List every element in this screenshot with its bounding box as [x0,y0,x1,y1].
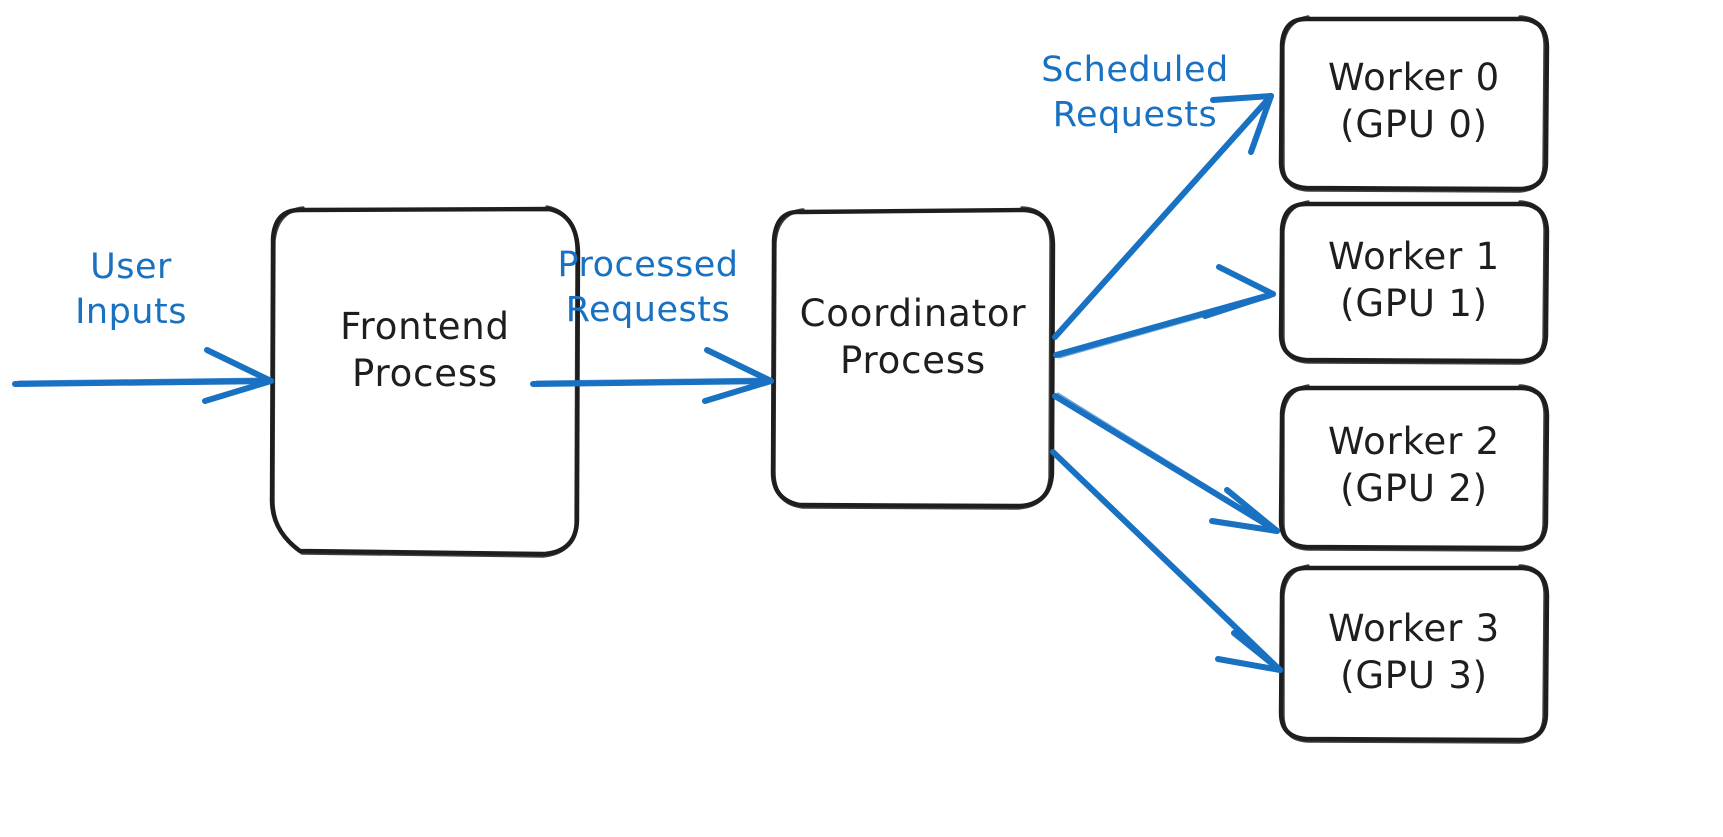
node-worker3-line2: (GPU 3) [1340,654,1488,698]
edge-label-processed-requests-line2: Requests [565,289,731,330]
node-frontend-line1: Frontend [340,305,510,348]
edge-arrow-user-inputs[interactable] [12,347,274,404]
edge-arrow-coordinator-to-worker2[interactable] [1052,392,1280,534]
edge-arrow-scheduled-requests[interactable] [1052,93,1274,340]
node-shape-frontend[interactable] [269,205,581,558]
node-shape-coordinator[interactable] [770,206,1056,510]
edge-label-user-inputs-line2: Inputs [75,291,187,332]
node-worker0-line2: (GPU 0) [1340,103,1488,147]
node-frontend-line2: Process [352,352,498,396]
node-worker3-label: Worker 3(GPU 3) [1281,605,1547,700]
node-worker3[interactable]: Worker 3(GPU 3) [1281,567,1547,741]
node-shape-worker1[interactable] [1278,200,1550,365]
edge-label-user-inputs-line1: User [90,247,172,287]
node-worker1-line1: Worker 1 [1327,235,1501,278]
edge-label-scheduled-requests-line2: Requests [1052,94,1218,135]
edge-label-processed-requests-line1: Processed [557,245,739,285]
node-worker1[interactable]: Worker 1(GPU 1) [1281,203,1547,362]
node-shape-worker3[interactable] [1278,564,1550,744]
node-shape-worker2[interactable] [1278,384,1550,552]
node-worker0[interactable]: Worker 0(GPU 0) [1281,18,1547,190]
node-worker3-line1: Worker 3 [1327,607,1501,650]
node-worker0-line1: Worker 0 [1327,56,1501,99]
node-worker2-label: Worker 2(GPU 2) [1281,418,1547,513]
node-worker1-line2: (GPU 1) [1340,282,1488,326]
node-worker1-label: Worker 1(GPU 1) [1281,233,1547,328]
node-worker2-line1: Worker 2 [1327,420,1501,463]
edge-arrow-processed-requests[interactable] [530,347,774,404]
edge-label-scheduled-requests-line1: Scheduled [1041,50,1229,90]
edge-arrow-coordinator-to-worker3[interactable] [1050,449,1283,673]
node-coordinator-line1: Coordinator [799,292,1027,335]
edge-arrow-coordinator-to-worker1[interactable] [1053,264,1276,359]
node-worker2[interactable]: Worker 2(GPU 2) [1281,387,1547,549]
node-worker0-label: Worker 0(GPU 0) [1281,54,1547,149]
node-worker2-line2: (GPU 2) [1340,467,1488,511]
node-coordinator-line2: Process [840,339,986,383]
node-shape-worker0[interactable] [1278,15,1550,193]
